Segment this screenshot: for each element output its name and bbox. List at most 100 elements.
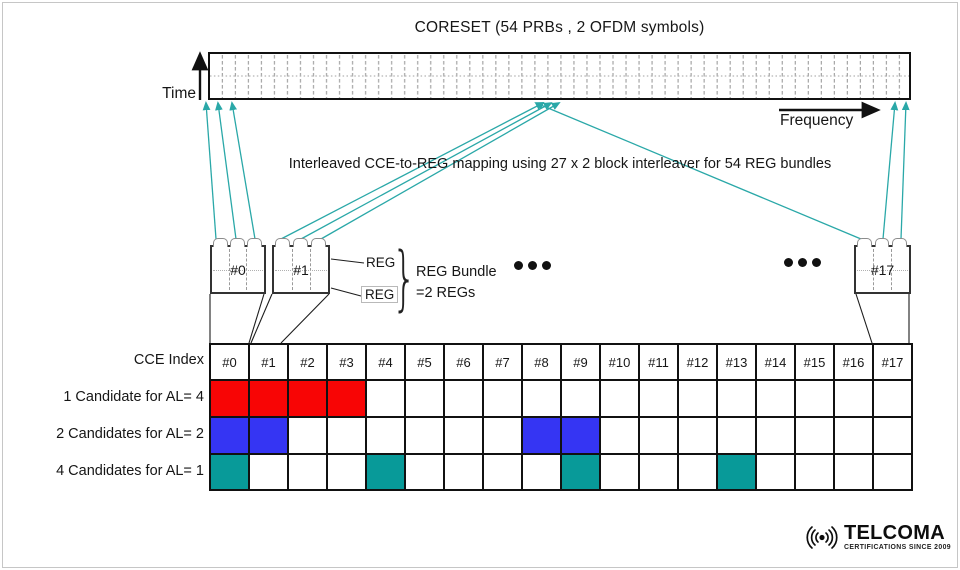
telcoma-logo: TELCOMA CERTIFICATIONS SINCE 2009 [804, 521, 951, 553]
candidate-cell [289, 381, 328, 418]
cce-header-cell: #0 [211, 345, 250, 381]
reg-top-label: REG [366, 255, 396, 270]
candidate-cell [718, 418, 757, 455]
cce-header-cell: #4 [367, 345, 406, 381]
candidate-cell [874, 418, 913, 455]
candidate-cell [250, 381, 289, 418]
cce-header-cell: #13 [718, 345, 757, 381]
cce-table: #0#1#2#3#4#5#6#7#8#9#10#11#12#13#14#15#1… [209, 343, 913, 491]
reg-bundle-tab-icon [247, 238, 262, 247]
candidate-cell [250, 418, 289, 455]
cce-box-17: #17 [854, 238, 911, 294]
candidate-cell [796, 455, 835, 491]
candidate-cell [523, 455, 562, 491]
prb-grid-pattern-icon [210, 54, 909, 98]
candidate-cell [211, 381, 250, 418]
reg-bottom-label: REG [361, 286, 399, 303]
cce-header-cell: #7 [484, 345, 523, 381]
candidate-cell [679, 455, 718, 491]
candidate-cell [679, 418, 718, 455]
cce-header-row: #0#1#2#3#4#5#6#7#8#9#10#11#12#13#14#15#1… [211, 345, 913, 381]
reg-bundle-tab-icon [310, 238, 326, 247]
al1-row-label: 4 Candidates for AL= 1 [56, 463, 204, 479]
candidate-cell [640, 418, 679, 455]
cce-header-cell: #14 [757, 345, 796, 381]
candidate-cell [367, 418, 406, 455]
al2-row-label: 2 Candidates for AL= 2 [56, 426, 204, 442]
cce-index-label: CCE Index [133, 352, 204, 368]
candidate-cell [874, 381, 913, 418]
cce-header-cell: #9 [562, 345, 601, 381]
reg-bundle-note-line1: REG Bundle [416, 264, 497, 280]
al4-row-label: 1 Candidate for AL= 4 [63, 389, 204, 405]
cce-header-cell: #8 [523, 345, 562, 381]
candidate-cell [835, 455, 874, 491]
cce-header-cell: #5 [406, 345, 445, 381]
candidate-cell [406, 455, 445, 491]
reg-bundle-note: REG Bundle =2 REGs [416, 262, 497, 304]
candidate-cell [640, 455, 679, 491]
candidate-cell [367, 455, 406, 491]
candidate-cell [289, 418, 328, 455]
brace-icon: } [392, 237, 417, 319]
candidate-cell [406, 418, 445, 455]
candidate-cell [367, 381, 406, 418]
candidate-cell [562, 381, 601, 418]
candidate-cell [328, 418, 367, 455]
coreset-grid [208, 52, 911, 100]
cce-header-cell: #1 [250, 345, 289, 381]
cce-box-0-label: #0 [230, 261, 246, 278]
candidate-cell [250, 455, 289, 491]
candidate-cell [874, 455, 913, 491]
reg-bundle-tab-icon [292, 238, 308, 247]
logo-name: TELCOMA [844, 521, 945, 544]
candidate-cell [484, 455, 523, 491]
candidate-cell [601, 455, 640, 491]
cce-header-cell: #15 [796, 345, 835, 381]
al4-row [211, 381, 913, 418]
reg-bundle-tab-icon [213, 238, 228, 247]
logo-tagline: CERTIFICATIONS SINCE 2009 [844, 543, 952, 551]
al2-row [211, 418, 913, 455]
candidate-cell [757, 381, 796, 418]
candidate-cell [289, 455, 328, 491]
time-axis-label: Time [162, 85, 196, 102]
reg-bundle-note-line2: =2 REGs [416, 285, 476, 301]
cce-box-1: #1 [272, 238, 330, 294]
ellipsis-icon [784, 258, 821, 267]
candidate-cell [796, 381, 835, 418]
candidate-cell [484, 381, 523, 418]
candidate-cell [523, 418, 562, 455]
cce-header-cell: #6 [445, 345, 484, 381]
candidate-cell [211, 455, 250, 491]
cce-box-0: #0 [210, 238, 266, 294]
candidate-cell [718, 381, 757, 418]
candidate-cell [679, 381, 718, 418]
cce-header-cell: #12 [679, 345, 718, 381]
al1-row [211, 455, 913, 491]
cce-header-cell: #3 [328, 345, 367, 381]
cce-header-cell: #11 [640, 345, 679, 381]
reg-bundle-tab-icon [874, 238, 890, 247]
radio-waves-icon [806, 526, 838, 549]
candidate-cell [523, 381, 562, 418]
reg-bundle-tab-icon [857, 238, 872, 247]
diagram-title: CORESET (54 PRBs , 2 OFDM symbols) [414, 19, 705, 36]
candidate-cell [328, 455, 367, 491]
candidate-cell [601, 418, 640, 455]
candidate-cell [757, 455, 796, 491]
candidate-cell [835, 381, 874, 418]
candidate-cell [211, 418, 250, 455]
reg-bundle-tab-icon [892, 238, 907, 247]
candidate-cell [445, 455, 484, 491]
reg-bundle-tab-icon [230, 238, 245, 247]
candidate-cell [328, 381, 367, 418]
cce-header-cell: #10 [601, 345, 640, 381]
candidate-cell [640, 381, 679, 418]
mapping-caption: Interleaved CCE-to-REG mapping using 27 … [288, 156, 832, 172]
cce-header-cell: #16 [835, 345, 874, 381]
candidate-cell [718, 455, 757, 491]
candidate-cell [757, 418, 796, 455]
cce-header-cell: #2 [289, 345, 328, 381]
